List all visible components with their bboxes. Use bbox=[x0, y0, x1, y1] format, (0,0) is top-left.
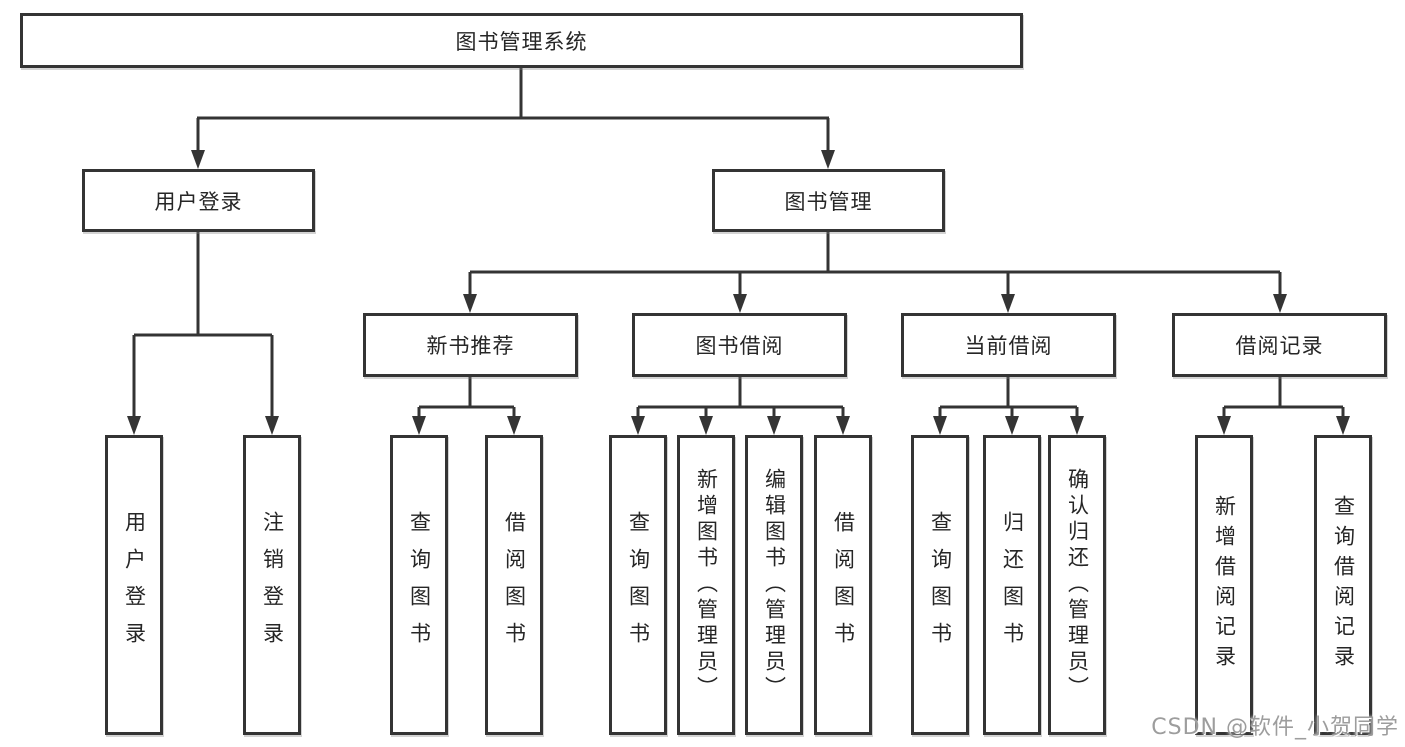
arrow-down-icon bbox=[265, 416, 279, 435]
leaf-query-books-recommend: 查询图书 bbox=[390, 435, 448, 735]
node-borrowing-records: 借阅记录 bbox=[1172, 313, 1387, 377]
arrow-down-icon bbox=[1070, 416, 1084, 435]
arrow-down-icon bbox=[733, 294, 747, 313]
arrow-down-icon bbox=[699, 416, 713, 435]
leaf-user-login: 用户登录 bbox=[105, 435, 163, 735]
node-user-login: 用户登录 bbox=[82, 169, 315, 232]
arrow-down-icon bbox=[836, 416, 850, 435]
leaf-query-books-current: 查询图书 bbox=[911, 435, 969, 735]
arrow-down-icon bbox=[1273, 294, 1287, 313]
node-current-borrowing-label: 当前借阅 bbox=[964, 334, 1053, 358]
leaf-logout: 注销登录 bbox=[243, 435, 301, 735]
arrowhead-icons bbox=[127, 150, 1350, 435]
leaf-query-borrow-record: 查询借阅记录 bbox=[1314, 435, 1372, 735]
node-borrowing-records-label: 借阅记录 bbox=[1235, 334, 1324, 358]
arrow-down-icon bbox=[767, 416, 781, 435]
leaf-borrow-books-borrow: 借阅图书 bbox=[814, 435, 872, 735]
leaf-add-borrow-record-label: 新增借阅记录 bbox=[1212, 495, 1237, 675]
leaf-borrow-books-recommend: 借阅图书 bbox=[485, 435, 543, 735]
leaf-confirm-return-admin-label: 确认归还（管理员） bbox=[1065, 468, 1090, 702]
node-book-borrowing: 图书借阅 bbox=[632, 313, 847, 377]
arrow-down-icon bbox=[191, 150, 205, 169]
node-root-label: 图书管理系统 bbox=[455, 29, 588, 54]
arrow-down-icon bbox=[631, 416, 645, 435]
node-book-management: 图书管理 bbox=[712, 169, 945, 232]
node-new-book-recommend-label: 新书推荐 bbox=[426, 334, 515, 358]
node-book-management-label: 图书管理 bbox=[784, 189, 873, 214]
watermark: CSDN @软件_小贺同学 bbox=[1151, 715, 1399, 740]
leaf-edit-book-admin: 编辑图书（管理员） bbox=[745, 435, 803, 735]
node-book-borrowing-label: 图书借阅 bbox=[695, 334, 784, 358]
arrow-down-icon bbox=[507, 416, 521, 435]
leaf-query-books-borrow-label: 查询图书 bbox=[626, 511, 651, 659]
leaf-add-book-admin-label: 新增图书（管理员） bbox=[694, 468, 719, 702]
arrow-down-icon bbox=[412, 416, 426, 435]
leaf-query-books-current-label: 查询图书 bbox=[928, 511, 953, 659]
leaf-borrow-books-recommend-label: 借阅图书 bbox=[502, 511, 527, 659]
node-current-borrowing: 当前借阅 bbox=[901, 313, 1116, 377]
node-user-login-label: 用户登录 bbox=[154, 189, 243, 214]
leaf-confirm-return-admin: 确认归还（管理员） bbox=[1048, 435, 1106, 735]
arrow-down-icon bbox=[933, 416, 947, 435]
leaf-logout-label: 注销登录 bbox=[260, 511, 285, 659]
arrow-down-icon bbox=[127, 416, 141, 435]
leaf-return-book: 归还图书 bbox=[983, 435, 1041, 735]
node-root: 图书管理系统 bbox=[20, 13, 1023, 68]
leaf-query-books-borrow: 查询图书 bbox=[609, 435, 667, 735]
arrow-down-icon bbox=[1001, 294, 1015, 313]
leaf-edit-book-admin-label: 编辑图书（管理员） bbox=[762, 468, 787, 702]
leaf-add-borrow-record: 新增借阅记录 bbox=[1195, 435, 1253, 735]
leaf-add-book-admin: 新增图书（管理员） bbox=[677, 435, 735, 735]
arrow-down-icon bbox=[1217, 416, 1231, 435]
arrow-down-icon bbox=[821, 150, 835, 169]
leaf-query-borrow-record-label: 查询借阅记录 bbox=[1331, 495, 1356, 675]
arrow-down-icon bbox=[463, 294, 477, 313]
leaf-query-books-recommend-label: 查询图书 bbox=[407, 511, 432, 659]
node-new-book-recommend: 新书推荐 bbox=[363, 313, 578, 377]
connector-lines bbox=[132, 68, 1345, 420]
leaf-user-login-label: 用户登录 bbox=[122, 511, 147, 659]
arrow-down-icon bbox=[1005, 416, 1019, 435]
leaf-borrow-books-borrow-label: 借阅图书 bbox=[831, 511, 856, 659]
arrow-down-icon bbox=[1336, 416, 1350, 435]
leaf-return-book-label: 归还图书 bbox=[1000, 511, 1025, 659]
